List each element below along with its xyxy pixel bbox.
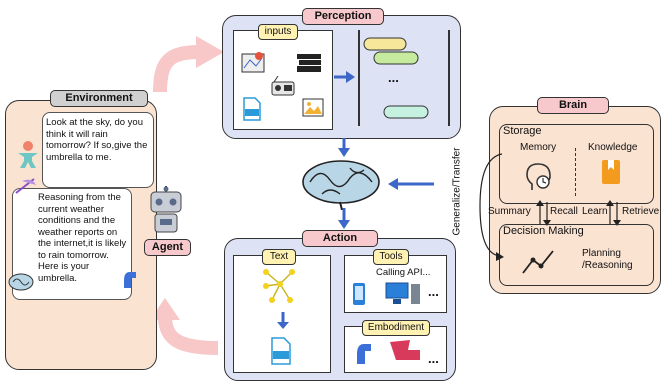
central-brain-icon <box>302 160 380 210</box>
leg-icon <box>390 340 420 360</box>
perception-title: Perception <box>302 8 384 25</box>
environment-title: Environment <box>50 90 148 107</box>
brain-title: Brain <box>537 97 609 114</box>
knowledge-label: Knowledge <box>588 142 638 153</box>
learn-label: Learn <box>582 206 608 217</box>
storage-decision-arrows <box>536 200 621 226</box>
embodiment-label: Embodiment <box>362 320 430 336</box>
memory-label: Memory <box>520 142 557 153</box>
phone-icon <box>353 283 365 305</box>
book-icon <box>297 54 321 72</box>
storage-box <box>499 124 654 204</box>
computer-icon <box>385 282 420 304</box>
tools-ellipsis: ... <box>428 284 439 299</box>
image-icon <box>302 98 324 117</box>
agent-label: Agent <box>144 239 191 256</box>
map-icon <box>241 52 265 73</box>
perception-ellipsis: ... <box>388 70 399 85</box>
network-icon <box>263 269 295 303</box>
embedding-bracket <box>358 30 450 126</box>
arrow-brain-module-to-brain <box>388 178 434 190</box>
retrieve-label: Retrieve <box>622 206 660 217</box>
recall-label: Recall <box>550 206 578 217</box>
radio-icon <box>271 76 295 96</box>
inputs-label: inputs <box>258 24 298 40</box>
text-arrow <box>277 312 289 329</box>
arrow-perception-to-brain <box>338 138 350 157</box>
head-clock-icon <box>526 163 551 190</box>
arm-icon <box>124 272 136 288</box>
planning-label: Planning /Reasoning <box>582 248 633 271</box>
txt-file-icon <box>243 97 261 121</box>
cycle-arrow-top <box>153 45 201 93</box>
storage-label: Storage <box>503 125 542 137</box>
action-txt-file-icon <box>271 337 291 365</box>
summary-label: Summary <box>488 206 531 217</box>
tools-label: Tools <box>373 249 409 265</box>
person-icon <box>18 141 38 168</box>
embedding-vectors <box>363 37 429 119</box>
cycle-arrow-bottom <box>158 315 219 355</box>
user-message: Look at the sky, do you think it will ra… <box>46 117 148 163</box>
user-message-bubble <box>42 112 154 188</box>
agent-message: Reasoning from the current weather condi… <box>38 192 127 284</box>
action-title: Action <box>302 230 378 247</box>
embodiment-ellipsis: ... <box>428 351 439 366</box>
text-label: Text <box>262 249 296 265</box>
generalize-arrow <box>479 153 504 261</box>
action-arm-icon <box>357 344 371 364</box>
small-brain-icon <box>8 273 34 291</box>
umbrella-icon <box>15 178 36 194</box>
generalize-label: Generalize/Transfer <box>451 147 463 236</box>
perception-arrow <box>334 71 355 83</box>
arrow-brain-to-action <box>338 208 350 229</box>
calling-api-text: Calling API... <box>376 267 431 278</box>
robot-icon <box>150 186 182 233</box>
trend-icon <box>522 250 554 274</box>
storage-divider <box>575 148 576 196</box>
knowledge-book-icon <box>602 160 620 184</box>
brain-panel <box>489 106 661 294</box>
decision-label: Decision Making <box>503 225 584 237</box>
